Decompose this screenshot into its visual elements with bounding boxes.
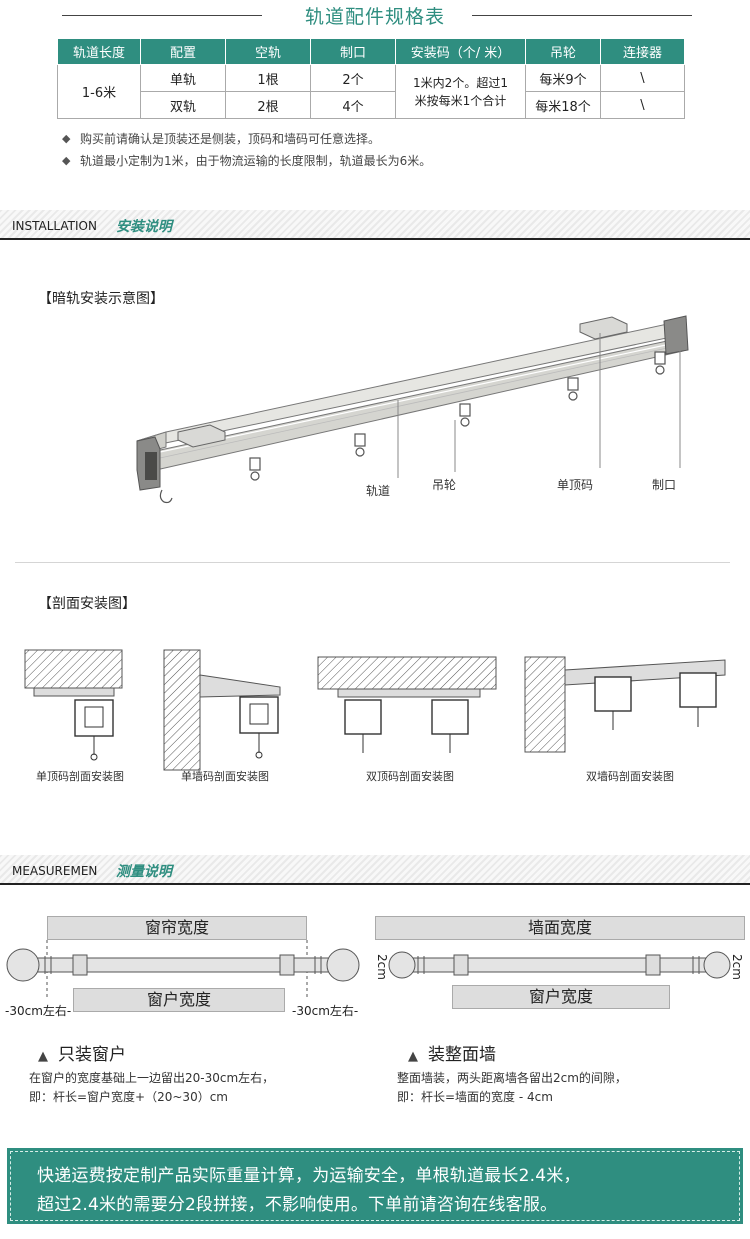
cap-cell: 4个: [310, 91, 396, 119]
rail-cell: 2根: [225, 91, 311, 119]
caption-double-wall: 双墙码剖面安装图: [586, 770, 674, 783]
shipping-banner: 快递运费按定制产品实际重量计算，为运输安全，单根轨道最长2.4米， 超过2.4米…: [7, 1148, 743, 1224]
connector-cell: \: [600, 91, 685, 119]
connector-cell: \: [600, 64, 685, 92]
header-cn: 安装说明: [116, 219, 172, 235]
table-row: 双轨 2根 4个 每米18个 \: [58, 91, 685, 119]
mount-note-line-1: 1米内2个。超过1: [413, 75, 508, 90]
window-width-box: 窗户宽度: [73, 988, 285, 1012]
option-title: 装整面墙: [428, 1045, 496, 1065]
col-header-config: 配置: [140, 38, 226, 65]
col-header-length: 轨道长度: [57, 38, 141, 65]
config-cell: 双轨: [140, 91, 226, 119]
col-header-hook: 吊轮: [525, 38, 601, 65]
option-title: 只装窗户: [58, 1045, 126, 1065]
spec-title-bar: 轨道配件规格表: [0, 0, 750, 32]
diagram-title: 【暗轨安装示意图】: [38, 291, 164, 307]
title-rule-right: [472, 15, 692, 16]
note-line: 即：杆长=墙面的宽度 - 4cm: [397, 1090, 553, 1104]
banner-line-1: 快递运费按定制产品实际重量计算，为运输安全，单根轨道最长2.4米，: [37, 1166, 581, 1186]
note-line: 在窗户的宽度基础上一边留出20-30cm左右，: [29, 1071, 275, 1085]
table-row: 1-6米 单轨 1根 2个 1米内2个。超过1 米按每米1个合计 每米9个 \: [57, 64, 685, 119]
option-note: 整面墙装，两头距离墙各留出2cm的间隙， 即：杆长=墙面的宽度 - 4cm: [397, 1069, 627, 1107]
note-line: 整面墙装，两头距离墙各留出2cm的间隙，: [397, 1071, 627, 1085]
diamond-bullet-icon: ◆: [62, 153, 71, 167]
col-header-rail: 空轨: [225, 38, 311, 65]
callout-top-bracket: 单顶码: [557, 478, 594, 492]
note-line: 即：杆长=窗户宽度+（20~30）cm: [29, 1090, 228, 1104]
mount-note-line-2: 米按每米1个合计: [414, 93, 507, 108]
hook-cell: 每米9个: [525, 64, 601, 92]
triangle-icon: ▲: [38, 1049, 48, 1064]
cross-section-diagrams: [24, 649, 726, 771]
side-margin-right: -30cm左右-: [292, 1004, 359, 1018]
caption-single-wall: 单墙码剖面安装图: [181, 770, 269, 783]
col-header-connector: 连接器: [600, 38, 685, 65]
callout-rail: 轨道: [366, 484, 391, 498]
length-cell: 1-6米: [57, 64, 141, 119]
caption-double-ceiling: 双顶码剖面安装图: [366, 770, 454, 783]
side-margin-left: -30cm左右-: [5, 1004, 72, 1018]
spec-table: 轨道长度 配置 空轨 制口 安装码（个/ 米） 吊轮 连接器 1-6米 单轨 1…: [57, 38, 685, 119]
curtain-width-box: 窗帘宽度: [47, 916, 307, 940]
wall-width-box: 墙面宽度: [375, 916, 745, 940]
option-full-wall: ▲ 装整面墙: [408, 1040, 496, 1065]
cap-cell: 2个: [310, 64, 396, 92]
installation-header: INSTALLATION 安装说明: [0, 210, 750, 240]
list-item: ◆ 购买前请确认是顶装还是侧装，顶码和墙码可任意选择。: [62, 127, 431, 149]
header-cn: 测量说明: [116, 864, 172, 880]
config-cell: 单轨: [140, 64, 226, 92]
option-window-only: ▲ 只装窗户: [38, 1040, 126, 1065]
banner-line-2: 超过2.4米的需要分2段拼接，不影响使用。下单前请咨询在线客服。: [37, 1195, 558, 1215]
rod-right: [388, 951, 731, 979]
rod-left: [6, 940, 360, 1000]
window-width-box-right: 窗户宽度: [452, 985, 670, 1009]
col-header-mount: 安装码（个/ 米）: [395, 38, 526, 65]
col-header-cap: 制口: [310, 38, 396, 65]
note-text: 轨道最小定制为1米，由于物流运输的长度限制，轨道最长为6米。: [80, 153, 432, 168]
header-en: INSTALLATION: [12, 219, 97, 233]
callout-end-cap: 制口: [652, 478, 677, 492]
triangle-icon: ▲: [408, 1049, 418, 1064]
list-item: ◆ 轨道最小定制为1米，由于物流运输的长度限制，轨道最长为6米。: [62, 149, 431, 171]
measurement-header: MEASUREMEN 测量说明: [0, 855, 750, 885]
caption-single-ceiling: 单顶码剖面安装图: [36, 770, 124, 783]
gap-left: 2cm: [375, 954, 389, 980]
header-en: MEASUREMEN: [12, 864, 98, 878]
gap-right: 2cm: [730, 954, 744, 980]
rail-diagram: [136, 315, 689, 504]
section-diagram-title: 【剖面安装图】: [38, 596, 136, 612]
section-divider: [15, 562, 730, 563]
title-rule-left: [62, 15, 262, 16]
spec-title: 轨道配件规格表: [290, 6, 459, 28]
diamond-bullet-icon: ◆: [62, 131, 71, 145]
spec-notes: ◆ 购买前请确认是顶装还是侧装，顶码和墙码可任意选择。 ◆ 轨道最小定制为1米，…: [62, 127, 431, 171]
option-note: 在窗户的宽度基础上一边留出20-30cm左右， 即：杆长=窗户宽度+（20~30…: [29, 1069, 274, 1107]
callout-hook: 吊轮: [432, 478, 457, 492]
mount-note-cell: 1米内2个。超过1 米按每米1个合计: [395, 64, 526, 119]
spec-header-row: 轨道长度 配置 空轨 制口 安装码（个/ 米） 吊轮 连接器: [57, 38, 685, 65]
note-text: 购买前请确认是顶装还是侧装，顶码和墙码可任意选择。: [80, 131, 381, 146]
hook-cell: 每米18个: [525, 91, 601, 119]
